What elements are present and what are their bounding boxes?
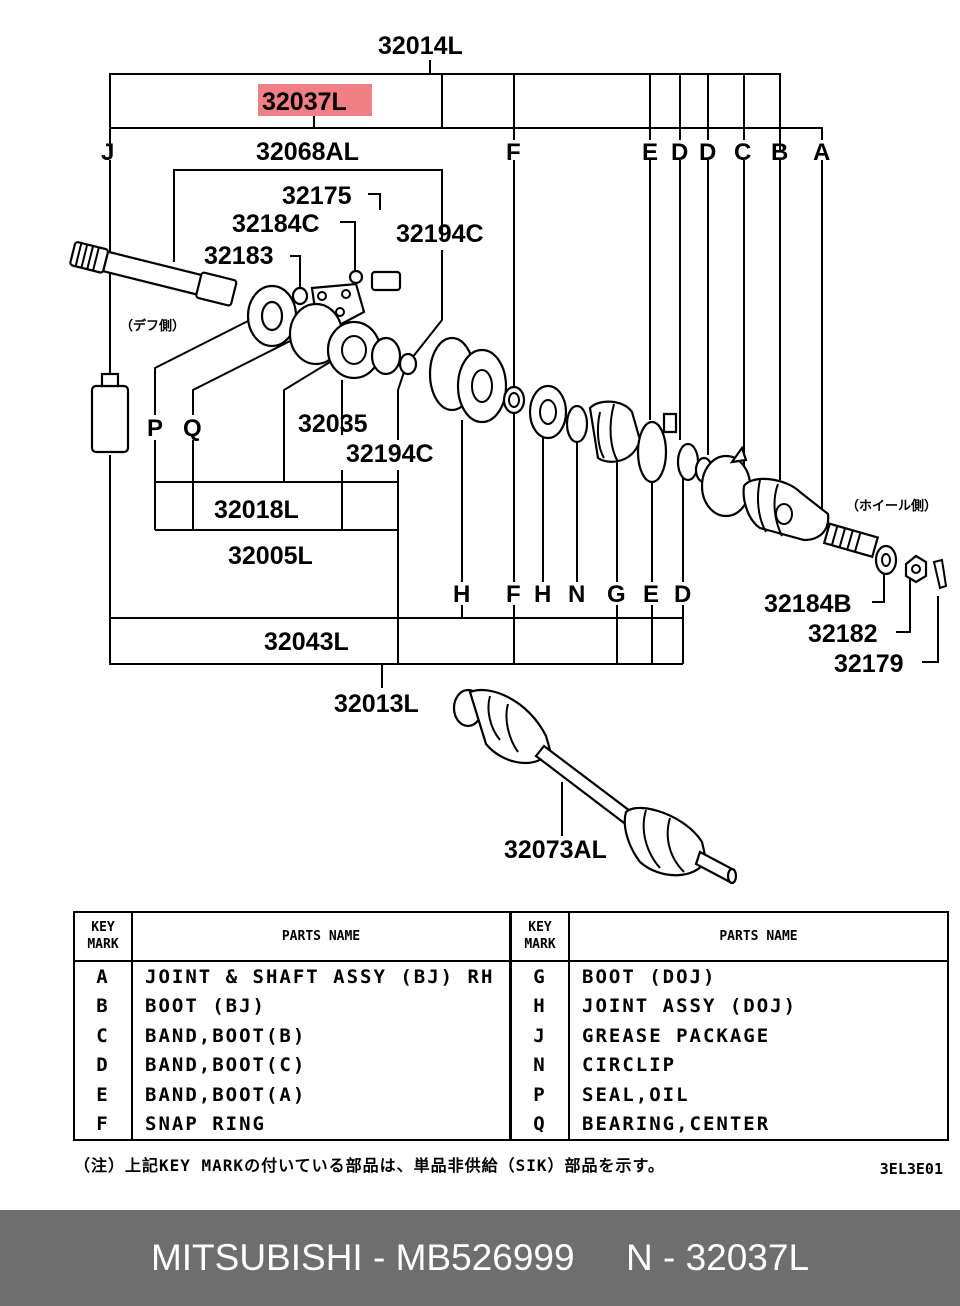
- label-32184C: 32184C: [232, 210, 320, 238]
- label-32018L: 32018L: [214, 496, 299, 524]
- key-letters-top: J F E D D C B A: [101, 139, 830, 166]
- name-cell: BAND,BOOT(C): [145, 1054, 307, 1077]
- key-letter: Q: [183, 415, 202, 442]
- key-letters-bottom: H F H N G E D: [453, 581, 691, 608]
- label-32037L: 32037L: [262, 88, 347, 116]
- name-cell: JOINT ASSY (DOJ): [582, 995, 798, 1018]
- key-cell: N: [509, 1050, 570, 1080]
- name-cell: BOOT (DOJ): [582, 965, 717, 988]
- key-letter: C: [734, 139, 751, 166]
- key-letter: H: [453, 581, 470, 608]
- key-cell: J: [509, 1020, 570, 1051]
- key-cell: Q: [509, 1109, 570, 1140]
- key-letter: J: [101, 139, 114, 166]
- label-32184B: 32184B: [764, 590, 852, 618]
- highlight-box: [258, 84, 372, 116]
- label-32179: 32179: [834, 650, 904, 678]
- key-cell: H: [509, 991, 570, 1021]
- label-32068AL: 32068AL: [256, 138, 359, 166]
- name-cell: BEARING,CENTER: [582, 1113, 771, 1136]
- name-cell: GREASE PACKAGE: [582, 1024, 771, 1047]
- part-number: MB526999: [395, 1237, 575, 1278]
- key-letter: B: [771, 139, 788, 166]
- table-row: H JOINT ASSY (DOJ): [509, 991, 949, 1021]
- key-letter: F: [506, 139, 521, 166]
- reference-number: N - 32037L: [625, 1237, 810, 1278]
- name-cell: JOINT & SHAFT ASSY (BJ) RH: [145, 965, 495, 988]
- table-row: D BAND,BOOT(C): [74, 1050, 509, 1080]
- label-32194C-bottom: 32194C: [346, 440, 434, 468]
- name-cell: BAND,BOOT(B): [145, 1024, 307, 1047]
- label-32194C-top: 32194C: [396, 220, 484, 248]
- key-letter: A: [813, 139, 830, 166]
- table-row: E BAND,BOOT(A): [74, 1079, 509, 1110]
- label-32043L: 32043L: [264, 628, 349, 656]
- key-cell: D: [74, 1050, 133, 1080]
- label-32182: 32182: [808, 620, 878, 648]
- table-row: B BOOT (BJ): [74, 991, 509, 1021]
- key-cell: A: [74, 960, 133, 992]
- exploded-parts-diagram: 32014L 32037L 32068AL 32175 32184C 32194…: [69, 32, 948, 885]
- label-32013L: 32013L: [334, 690, 419, 718]
- table-row: J GREASE PACKAGE: [509, 1020, 949, 1051]
- key-cell: F: [74, 1109, 133, 1140]
- name-cell: BAND,BOOT(A): [145, 1083, 307, 1106]
- table-row: A JOINT & SHAFT ASSY (BJ) RH: [74, 960, 509, 992]
- key-letter: F: [506, 581, 521, 608]
- key-letter: H: [534, 581, 551, 608]
- table-row: Q BEARING,CENTER: [509, 1109, 949, 1140]
- parts-name-header: PARTS NAME: [569, 912, 948, 962]
- key-letter: P: [147, 415, 163, 442]
- table-row: C BAND,BOOT(B): [74, 1020, 509, 1051]
- table-row: N CIRCLIP: [509, 1050, 949, 1080]
- table-row: P SEAL,OIL: [509, 1079, 949, 1110]
- key-letter: N: [568, 581, 585, 608]
- label-diff-side: （デフ側）: [120, 318, 185, 333]
- key-cell: E: [74, 1079, 133, 1110]
- key-cell: G: [509, 960, 570, 992]
- exploded-shaft-parts: [69, 241, 948, 885]
- key-cell: B: [74, 991, 133, 1021]
- key-letter: E: [643, 581, 659, 608]
- parts-name-header: PARTS NAME: [132, 912, 509, 962]
- complete-drive-shaft-illustration: [452, 688, 738, 885]
- table-row: F SNAP RING: [74, 1109, 509, 1140]
- label-32175: 32175: [282, 182, 352, 210]
- name-cell: BOOT (BJ): [145, 995, 266, 1018]
- label-32073AL: 32073AL: [504, 836, 607, 864]
- footnote: （注）上記KEY MARKの付いている部品は、単品非供給（SIK）部品を示す。: [74, 1156, 665, 1175]
- label-32014L: 32014L: [378, 32, 463, 60]
- brand-name: MITSUBISHI: [150, 1237, 363, 1278]
- part-banner: MITSUBISHI - MB526999 N - 32037L: [0, 1210, 960, 1306]
- banner-gap: [575, 1237, 626, 1279]
- label-32035: 32035: [298, 410, 368, 438]
- key-letter: G: [607, 581, 626, 608]
- key-letters-side: P Q: [147, 415, 202, 442]
- key-letter: D: [699, 139, 716, 166]
- table-row: G BOOT (DOJ): [509, 960, 949, 992]
- key-letter: E: [642, 139, 658, 166]
- key-letter: D: [674, 581, 691, 608]
- label-32005L: 32005L: [228, 542, 313, 570]
- name-cell: SNAP RING: [145, 1113, 266, 1136]
- name-cell: CIRCLIP: [582, 1054, 677, 1077]
- key-cell: C: [74, 1020, 133, 1051]
- banner-separator: -: [362, 1237, 396, 1278]
- name-cell: SEAL,OIL: [582, 1083, 690, 1106]
- figure-code: 3EL3E01: [879, 1160, 943, 1178]
- label-32183: 32183: [204, 242, 274, 270]
- key-cell: P: [509, 1079, 570, 1110]
- label-wheel-side: （ホイール側）: [846, 498, 937, 513]
- key-letter: D: [671, 139, 688, 166]
